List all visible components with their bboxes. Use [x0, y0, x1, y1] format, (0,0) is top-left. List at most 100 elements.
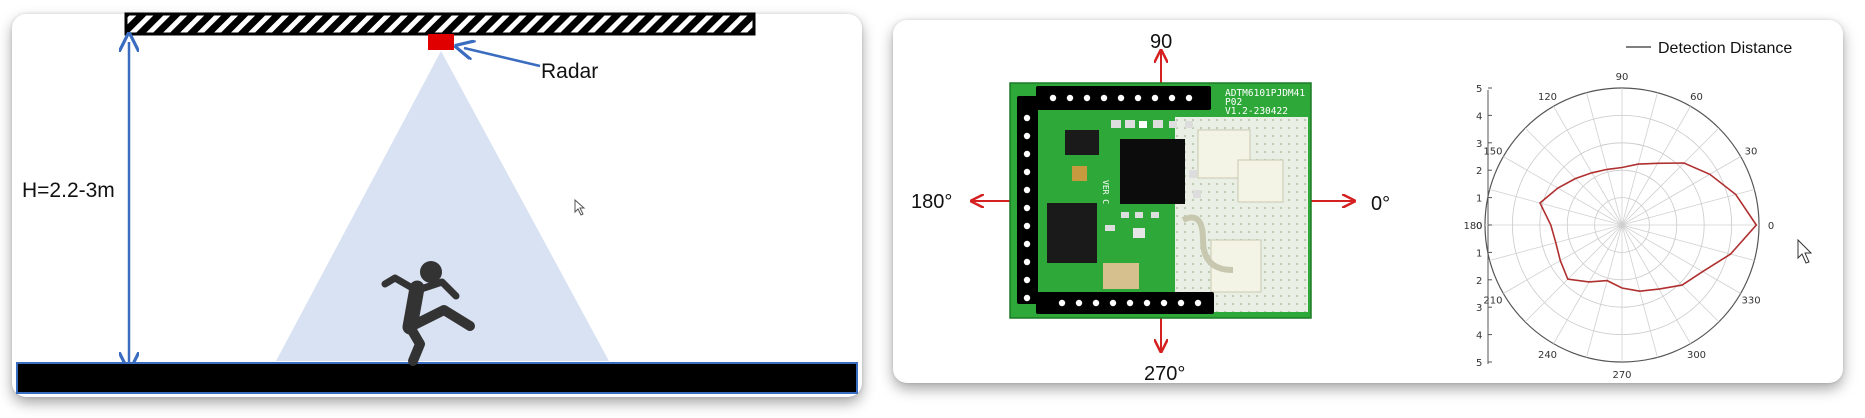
angle-tick-label: 150	[1483, 147, 1502, 158]
grid-spoke	[1503, 156, 1623, 226]
header-pin	[1023, 132, 1031, 140]
radar-pcb-board: ADTM6101PJDM41 P02 V1.2-230422 VER C	[1009, 82, 1312, 319]
angle-tick-label: 240	[1538, 350, 1557, 361]
header-pin	[1023, 222, 1031, 230]
radial-tick-label: 4	[1476, 331, 1482, 342]
header-pin	[1126, 299, 1134, 307]
radial-tick-label: 3	[1476, 139, 1482, 150]
ceiling	[124, 12, 756, 36]
polar-grid	[1484, 87, 1760, 363]
grid-spoke	[1553, 106, 1623, 226]
angle-label-90: 90	[1150, 31, 1172, 53]
angle-tick-label: 120	[1538, 92, 1557, 103]
grid-spoke	[1524, 224, 1623, 323]
angle-tick-label: 270	[1612, 370, 1631, 381]
angle-label-270: 270°	[1144, 363, 1185, 385]
header-pin	[1168, 94, 1176, 102]
radar-pointer-arrow	[464, 48, 541, 68]
header-pin	[1023, 204, 1031, 212]
angle-tick-label: 300	[1687, 350, 1706, 361]
header-pin	[1109, 299, 1117, 307]
header-pin	[1177, 299, 1185, 307]
mouse-cursor-icon	[574, 198, 586, 216]
angle-tick-label: 180	[1463, 221, 1482, 232]
angle-tick-label: 90	[1616, 72, 1629, 83]
header-pin	[1066, 94, 1074, 102]
angle-label-180: 180°	[911, 191, 952, 213]
grid-spoke	[1621, 224, 1691, 344]
radar-label: Radar	[541, 60, 598, 83]
header-pin	[1117, 94, 1125, 102]
radar-sensor	[428, 34, 454, 50]
radial-tick-label: 5	[1476, 358, 1482, 369]
header-pin	[1049, 94, 1057, 102]
orientation-panel: 90 270° 180° 0°	[893, 20, 1843, 385]
pcb-silk-ver: VER C	[1101, 180, 1110, 204]
radial-tick-label: 4	[1476, 111, 1482, 122]
grid-spoke	[1621, 224, 1741, 294]
header-pin	[1023, 168, 1031, 176]
header-pin	[1100, 94, 1108, 102]
header-pin	[1083, 94, 1091, 102]
header-pin	[1023, 114, 1031, 122]
height-label: H=2.2-3m	[22, 179, 115, 202]
header-pin	[1023, 150, 1031, 158]
grid-spoke	[1621, 189, 1755, 226]
angle-label-0: 0°	[1371, 193, 1390, 215]
radial-tick-labels: 5 4 3 2 1 0 1 2 3 4 5	[1476, 84, 1492, 369]
radial-tick-label: 5	[1476, 84, 1482, 95]
header-pin	[1023, 294, 1031, 302]
radial-tick-label: 1	[1476, 248, 1482, 259]
header-pin	[1092, 299, 1100, 307]
header-pin	[1023, 240, 1031, 248]
header-pin	[1058, 299, 1066, 307]
radial-tick-label: 0	[1476, 221, 1482, 232]
grid-spoke	[1503, 224, 1623, 294]
pcb-silk-model: ADTM6101PJDM41	[1225, 88, 1305, 99]
header-pin	[1194, 299, 1202, 307]
installation-diagram: Radar H=2.2-3m	[16, 12, 858, 394]
header-pin	[1151, 94, 1159, 102]
header-pin	[1160, 299, 1168, 307]
header-pin	[1143, 299, 1151, 307]
grid-spoke	[1553, 224, 1623, 344]
header-pin	[1185, 94, 1193, 102]
header-pin	[1023, 276, 1031, 284]
angle-tick-label: 330	[1741, 296, 1760, 307]
mouse-cursor-icon	[1797, 238, 1813, 264]
radial-tick-label: 1	[1476, 194, 1482, 205]
pcb-silk-revision: P02	[1225, 97, 1242, 108]
grid-spoke	[1621, 156, 1741, 226]
radial-tick-label: 3	[1476, 303, 1482, 314]
falling-person-icon	[381, 261, 475, 366]
radial-tick-label: 2	[1476, 166, 1482, 177]
detection-cone	[276, 51, 609, 361]
grid-spoke	[1621, 92, 1658, 226]
grid-spoke	[1586, 224, 1623, 358]
header-pin	[1023, 186, 1031, 194]
pcb-silk-version: V1.2-230422	[1225, 106, 1288, 117]
header-pins	[1023, 94, 1202, 307]
radial-tick-label: 2	[1476, 276, 1482, 287]
grid-spoke	[1489, 189, 1623, 226]
grid-spoke	[1621, 106, 1691, 226]
floor	[16, 362, 858, 394]
angle-tick-label: 0	[1768, 221, 1774, 232]
header-pin	[1134, 94, 1142, 102]
installation-panel: Radar H=2.2-3m	[12, 12, 862, 397]
grid-spoke	[1524, 127, 1623, 226]
angle-tick-label: 60	[1690, 92, 1703, 103]
angle-tick-label: 30	[1745, 147, 1758, 158]
legend-label: Detection Distance	[1658, 40, 1792, 57]
grid-spoke	[1586, 92, 1623, 226]
series-line-detection-distance	[1539, 162, 1758, 293]
grid-spoke	[1621, 127, 1720, 226]
grid-spoke	[1621, 224, 1755, 261]
grid-spoke	[1621, 224, 1720, 323]
main-chip	[1120, 139, 1185, 204]
angle-tick-label: 210	[1483, 296, 1502, 307]
header-pin	[1075, 299, 1083, 307]
header-pin	[1023, 258, 1031, 266]
